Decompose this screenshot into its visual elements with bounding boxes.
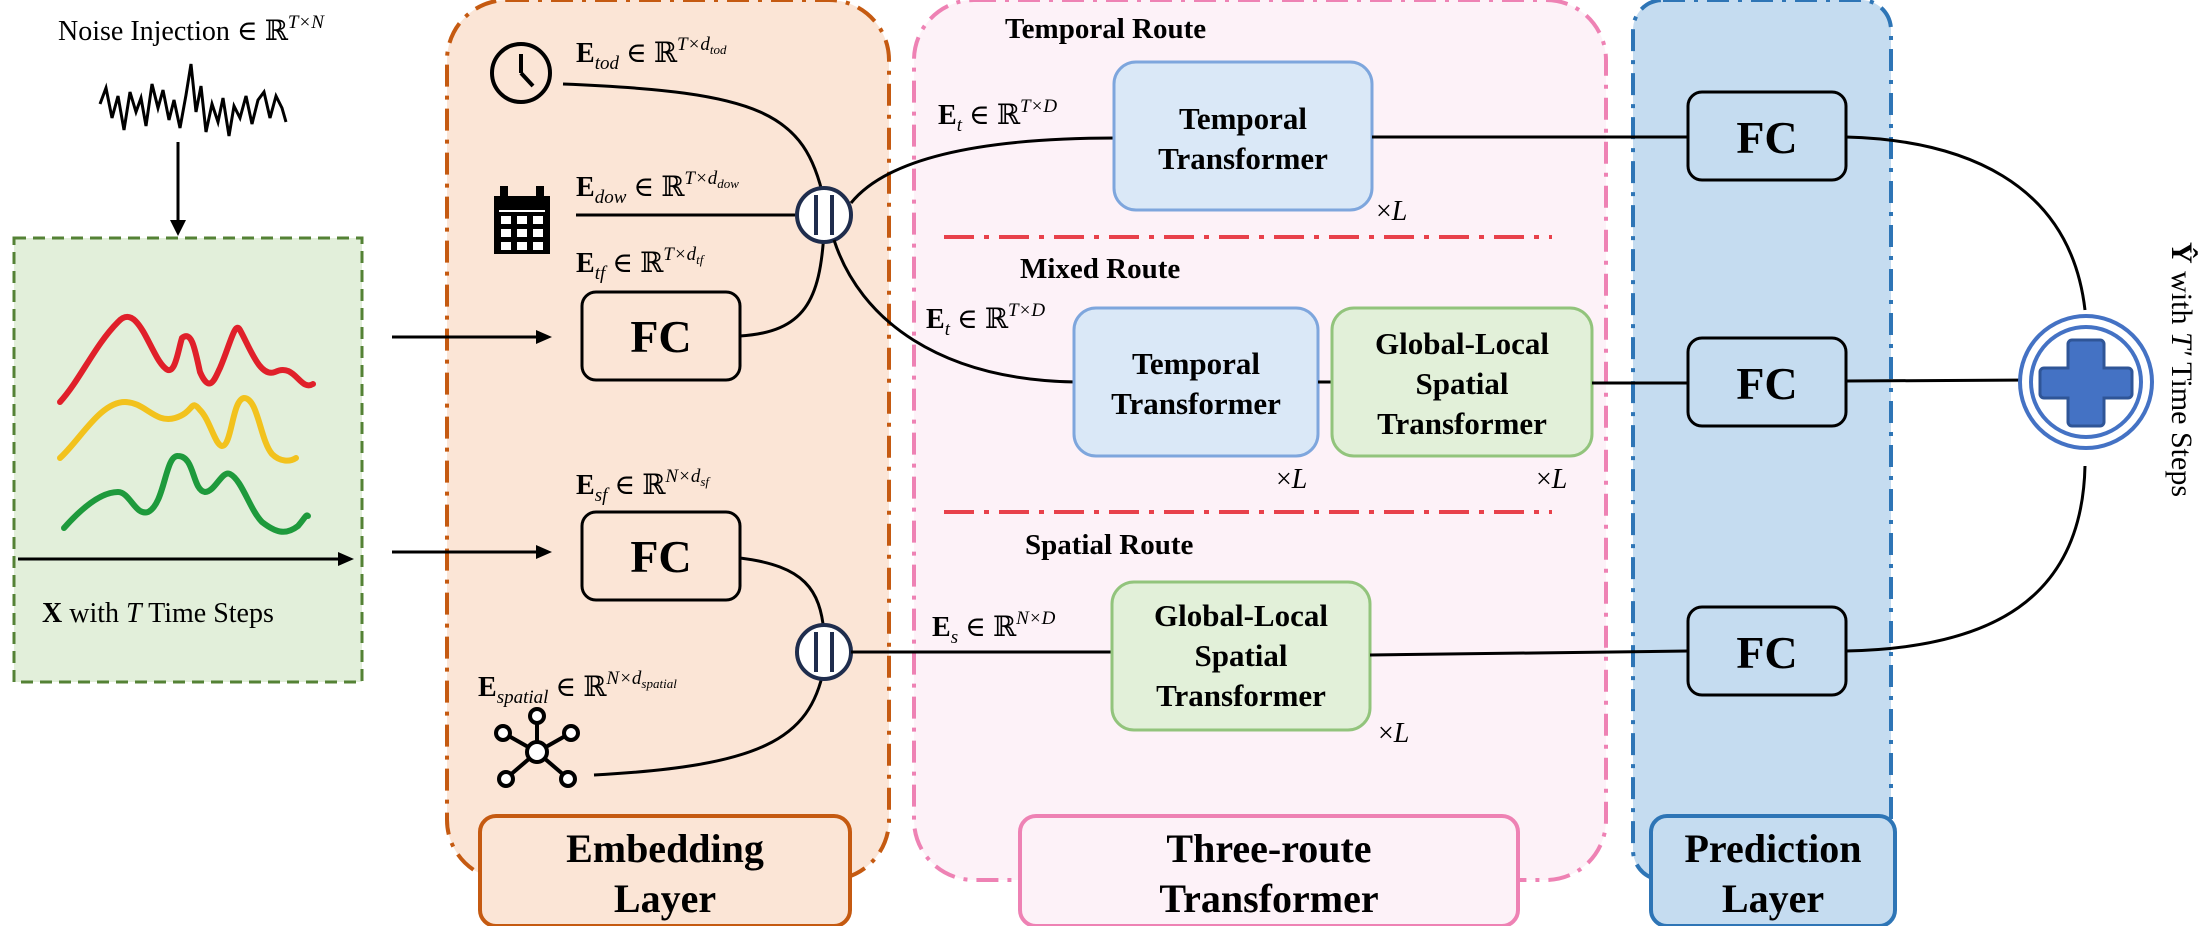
fc3-to-sum [1845,465,2087,653]
mixed-route-connector [832,239,1077,384]
plus-icon [2018,314,2154,450]
prediction-title-box [1649,814,1897,926]
fc1-label: FC [1736,112,1797,163]
input-label: X with T Time Steps [42,598,274,629]
spatial-connector [593,667,826,777]
mixed-temporal-line1: Temporal [1132,346,1260,381]
input-to-tf-arrowhead [536,330,552,344]
output-label: Ŷ with T′ Time Steps [2165,242,2198,497]
series-green [61,453,311,535]
three-route-title-line2: Transformer [1159,876,1378,921]
fc2-box [1686,336,1848,428]
tf-connector [739,231,826,338]
spatial-label: Espatial ∈ ℝN×dspatial [478,668,677,708]
mixed-spatial-line1: Global-Local [1375,326,1549,361]
fc1-box [1686,90,1848,182]
spatial-route-title: Spatial Route [1025,529,1194,561]
input-time-axis-arrowhead [338,552,354,566]
mixed-route-title: Mixed Route [1020,253,1180,285]
dow-label: Edow ∈ ℝT×ddow [576,168,739,208]
mixed-temporal-repeat-label: ×L [1276,464,1307,495]
mixed-spatial-line2: Spatial [1415,366,1508,401]
series-red [57,313,316,405]
mixed-temporal-line2: Transformer [1111,386,1281,421]
temporal-route-connector [849,136,1117,204]
spatial-to-fc3 [1369,649,1689,657]
embedding-title-line2: Layer [614,876,716,921]
et2-label: Et ∈ ℝT×D [926,300,1045,340]
temporal-transformer-line2: Transformer [1158,141,1328,176]
spatial-transformer-line3: Transformer [1156,678,1326,713]
clock-icon [490,42,552,104]
mixed-spatial-line3: Transformer [1377,406,1547,441]
tod-label: Etod ∈ ℝT×dtod [576,34,727,74]
noise-label: Noise Injection ∈ ℝT×N [58,12,325,47]
embedding-title-box [478,814,852,926]
embedding-panel [445,0,891,882]
temporal-transformer-box [1112,60,1374,212]
prediction-title-line2: Layer [1722,876,1824,921]
fc-tf-label: FC [630,311,691,362]
noise-arrowhead [170,220,186,236]
spatial-transformer-box [1110,580,1372,732]
es-label: Es ∈ ℝN×D [932,608,1056,648]
fc-sf-label: FC [630,531,691,582]
fc2-to-sum [1845,378,2037,383]
tf-label: Etf ∈ ℝT×dtf [576,244,706,284]
sf-connector [739,556,826,633]
fc2-label: FC [1736,358,1797,409]
fc-sf-box [580,510,742,602]
et-label: Et ∈ ℝT×D [938,96,1057,136]
noise-signal [98,63,288,137]
temporal-repeat-label: ×L [1376,196,1407,227]
prediction-title-line1: Prediction [1684,826,1861,871]
spatial-transformer-line2: Spatial [1194,638,1287,673]
fc3-label: FC [1736,627,1797,678]
temporal-transformer-line1: Temporal [1179,101,1307,136]
mixed-spatial-repeat-label: ×L [1536,464,1567,495]
temporal-route-title: Temporal Route [1005,13,1206,45]
input-to-sf-arrowhead [536,545,552,559]
calendar-icon [494,186,550,254]
graph-nodes-icon [494,707,580,788]
three-route-title-box [1018,814,1520,926]
spatial-transformer-line1: Global-Local [1154,598,1328,633]
spatial-repeat-label: ×L [1378,718,1409,749]
tod-connector [562,82,826,201]
sf-label: Esf ∈ ℝN×dsf [576,466,711,506]
mixed-temporal-transformer-box [1072,306,1320,458]
embedding-title-line1: Embedding [566,826,764,871]
fc1-to-sum [1845,135,2087,311]
concat-icon [795,623,853,681]
series-yellow [57,394,299,464]
concat-icon [795,186,853,244]
three-route-title-line1: Three-route [1166,826,1371,871]
